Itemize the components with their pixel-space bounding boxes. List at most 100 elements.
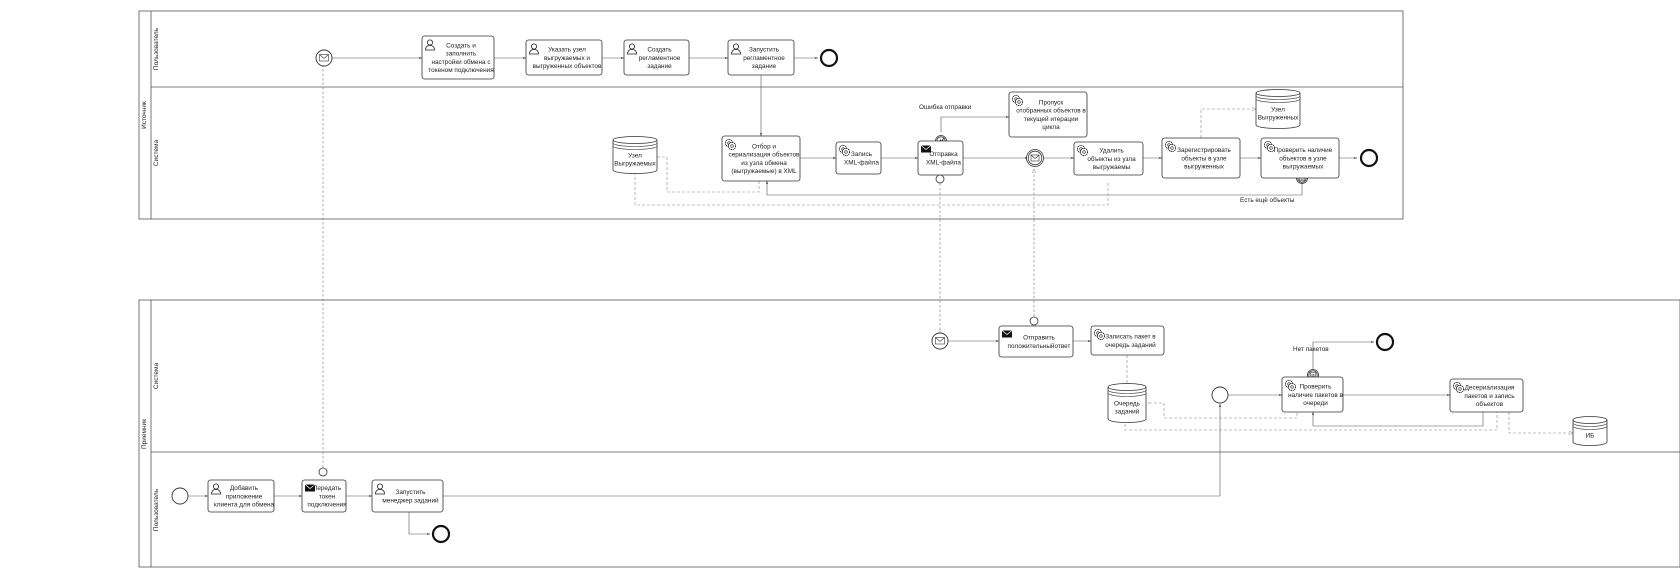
data-store-infobase[interactable]: ИБ bbox=[1572, 416, 1608, 446]
end-event bbox=[431, 524, 451, 544]
data-association bbox=[1124, 412, 1498, 431]
task-label: Отправка bbox=[929, 151, 958, 158]
task-label: объектов в узле bbox=[1279, 154, 1327, 162]
sequence-flow bbox=[765, 180, 1303, 196]
task-label: Запустить bbox=[396, 489, 427, 496]
user-icon bbox=[375, 483, 385, 495]
task-label: Проверить наличие bbox=[1274, 147, 1333, 154]
service-gear-icon bbox=[1452, 381, 1465, 394]
service-gear-icon bbox=[838, 144, 851, 157]
task-label: объекты в узле bbox=[1181, 154, 1227, 162]
data-association bbox=[1200, 109, 1256, 138]
task-label: Проверить bbox=[1300, 384, 1333, 391]
task-label: очереди bbox=[1303, 400, 1328, 407]
message-start-event bbox=[931, 332, 949, 350]
task-label: регламентное bbox=[743, 55, 785, 62]
data-store-label: Выгруженных bbox=[1258, 114, 1299, 121]
data-association bbox=[652, 156, 761, 193]
task-label: Отправить bbox=[1023, 335, 1055, 342]
task-label: объектов bbox=[1476, 400, 1504, 408]
task-label: настройки обмена с bbox=[431, 58, 491, 66]
task-label: положительныйответ bbox=[1008, 342, 1071, 350]
task-label: Передать bbox=[313, 485, 342, 492]
task-label: выгружаемых и bbox=[544, 55, 590, 62]
user-icon bbox=[211, 483, 221, 495]
task-label: задание bbox=[752, 63, 777, 70]
user-icon bbox=[529, 43, 539, 55]
lane-label: Пользователь bbox=[153, 27, 160, 70]
sequence-flow bbox=[940, 115, 1010, 132]
service-gear-icon bbox=[1164, 140, 1177, 153]
service-gear-icon bbox=[1093, 328, 1106, 341]
task-label: из узла обмена bbox=[741, 159, 787, 167]
data-store-label: Узел bbox=[628, 152, 642, 159]
task-label: текущей итерации bbox=[1024, 115, 1079, 123]
pool-label: Приемник bbox=[141, 419, 148, 449]
service-gear-icon bbox=[1076, 144, 1089, 157]
data-store-label: Узел bbox=[1271, 106, 1285, 113]
label-no-packages: Нет пакетов bbox=[1293, 346, 1329, 353]
send-message-icon bbox=[920, 145, 932, 153]
task-label: задание bbox=[647, 63, 672, 70]
sequence-flow bbox=[443, 403, 1222, 497]
task-label: (выгружаемые) в XML bbox=[731, 168, 797, 175]
task-label: выгружаемых bbox=[1283, 164, 1324, 171]
pool-label: Источник bbox=[141, 101, 148, 129]
task-label: Зарегистрировать bbox=[1177, 147, 1231, 154]
lane-label: Система bbox=[153, 140, 160, 167]
data-store-label: Выгружаемых bbox=[614, 160, 656, 167]
task-label: очередь заданий bbox=[1105, 341, 1156, 349]
message-flows bbox=[321, 64, 1034, 474]
task-label: подключения bbox=[307, 502, 347, 509]
task-label: цикла bbox=[1042, 124, 1060, 131]
end-event bbox=[1375, 332, 1395, 352]
task-label: XML-файла bbox=[926, 158, 961, 166]
message-start-event bbox=[315, 49, 333, 67]
end-event bbox=[819, 48, 839, 68]
task-label: менеджер заданий bbox=[382, 496, 439, 504]
task-label: клиента для обмена bbox=[214, 501, 275, 509]
sequence-flows bbox=[188, 56, 1484, 536]
user-icon bbox=[425, 39, 435, 51]
task-label: Добавить bbox=[230, 484, 259, 492]
data-associations bbox=[634, 109, 1573, 433]
data-association bbox=[1147, 401, 1298, 419]
service-gear-icon bbox=[1284, 379, 1297, 392]
task-label: Пропуск bbox=[1039, 100, 1063, 107]
sequence-flow bbox=[1311, 411, 1484, 427]
task-label: приложение bbox=[226, 493, 263, 500]
task-label: сериализация объектов bbox=[729, 151, 801, 159]
task-label: Удалить bbox=[1099, 148, 1124, 155]
send-message-icon bbox=[304, 484, 316, 492]
task-label: выгруженных bbox=[1184, 164, 1225, 171]
data-store-label: ИБ bbox=[1586, 432, 1595, 439]
label-send-error: Ошибка отправки bbox=[919, 103, 972, 111]
service-gear-icon bbox=[724, 138, 737, 151]
task-label: отобранных объектов в bbox=[1016, 107, 1086, 115]
user-icon bbox=[627, 43, 637, 55]
